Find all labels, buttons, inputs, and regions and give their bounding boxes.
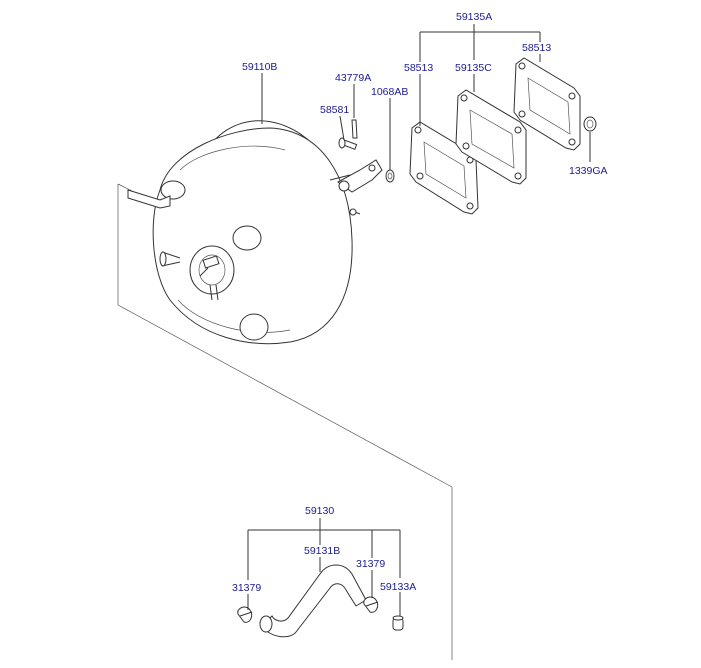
clevis-pin[interactable] bbox=[338, 137, 358, 150]
label-gasket-kit[interactable]: 59135A bbox=[456, 11, 492, 23]
mounting-plane-outline bbox=[117, 183, 453, 660]
gasket-right-part[interactable] bbox=[513, 57, 581, 151]
vacuum-hose[interactable] bbox=[259, 564, 367, 638]
label-clamp-right[interactable]: 31379 bbox=[356, 558, 385, 570]
split-pin[interactable] bbox=[351, 119, 358, 139]
label-nut-right[interactable]: 1339GA bbox=[569, 165, 608, 177]
label-check-valve[interactable]: 59133A bbox=[380, 581, 416, 593]
label-hose-assembly[interactable]: 59130 bbox=[305, 505, 334, 517]
label-spacer[interactable]: 59135C bbox=[455, 62, 492, 74]
spacer-part[interactable] bbox=[455, 89, 527, 185]
label-split-pin[interactable]: 43779A bbox=[335, 72, 371, 84]
nut-right-part[interactable] bbox=[583, 116, 597, 132]
brake-booster[interactable] bbox=[127, 100, 383, 345]
label-small-nut[interactable]: 1068AB bbox=[371, 86, 408, 98]
label-booster[interactable]: 59110B bbox=[242, 61, 277, 73]
hose-clamp-right[interactable] bbox=[363, 596, 379, 613]
label-gasket-left[interactable]: 58513 bbox=[404, 62, 433, 74]
label-clevis-pin[interactable]: 58581 bbox=[320, 104, 349, 116]
label-clamp-left[interactable]: 31379 bbox=[232, 582, 261, 594]
label-gasket-right[interactable]: 58513 bbox=[522, 42, 551, 54]
label-hose[interactable]: 59131B bbox=[304, 545, 340, 557]
hose-clamp-left[interactable] bbox=[237, 606, 253, 623]
gasket-left-part[interactable] bbox=[409, 121, 479, 215]
small-nut[interactable] bbox=[385, 169, 395, 183]
check-valve[interactable] bbox=[392, 615, 404, 631]
leader-lines bbox=[247, 24, 591, 616]
